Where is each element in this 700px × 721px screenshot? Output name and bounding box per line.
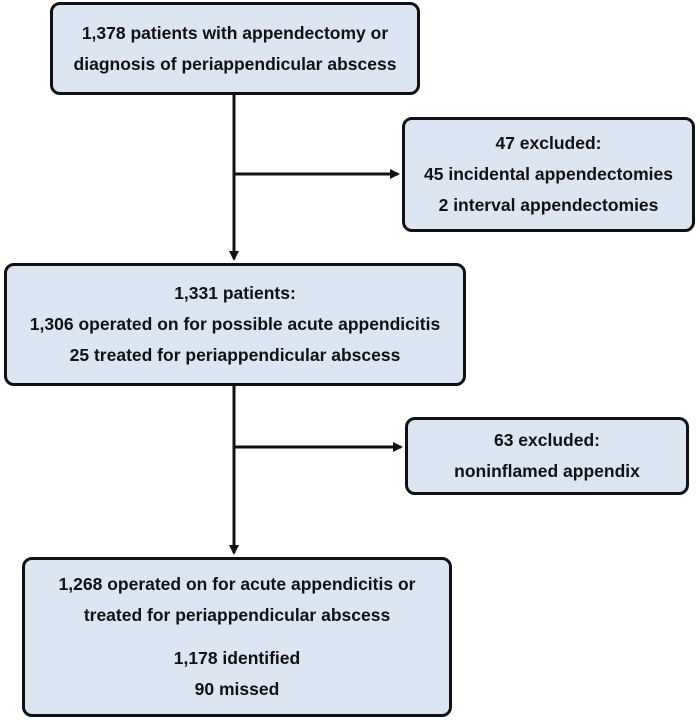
box-text-line: diagnosis of periappendicular abscess (73, 53, 397, 74)
box-text-line: 1,331 patients: (174, 283, 296, 303)
box-text-line: 2 interval appendectomies (438, 195, 659, 215)
box-text-line: 63 excluded: (493, 430, 601, 450)
box-initial-patients: 1,378 patients with appendectomy or diag… (50, 2, 420, 95)
box-excluded-incidental-interval: 47 excluded: 45 incidental appendectomie… (402, 117, 695, 232)
box-text-line: 45 incidental appendectomies (424, 164, 673, 184)
box-text-line: 1,306 operated on for possible acute app… (29, 314, 441, 334)
box-text-line: 90 missed (194, 679, 280, 699)
box-text-line: 25 treated for periappendicular abscess (69, 345, 401, 365)
box-text-line: 1,268 operated on for acute appendicitis… (58, 574, 416, 594)
box-excluded-noninflamed: 63 excluded: noninflamed appendix (405, 417, 689, 495)
box-text-line: noninflamed appendix (454, 461, 640, 481)
box-included-patients: 1,331 patients: 1,306 operated on for po… (4, 263, 466, 386)
box-final-cohort: 1,268 operated on for acute appendicitis… (22, 557, 452, 717)
box-text-line: 1,178 identified (173, 648, 301, 668)
box-text-line: treated for periappendicular abscess (83, 605, 391, 625)
box-text-line: 1,378 patients with appendectomy or (81, 22, 389, 43)
box-text-line: 47 excluded: (495, 133, 602, 153)
